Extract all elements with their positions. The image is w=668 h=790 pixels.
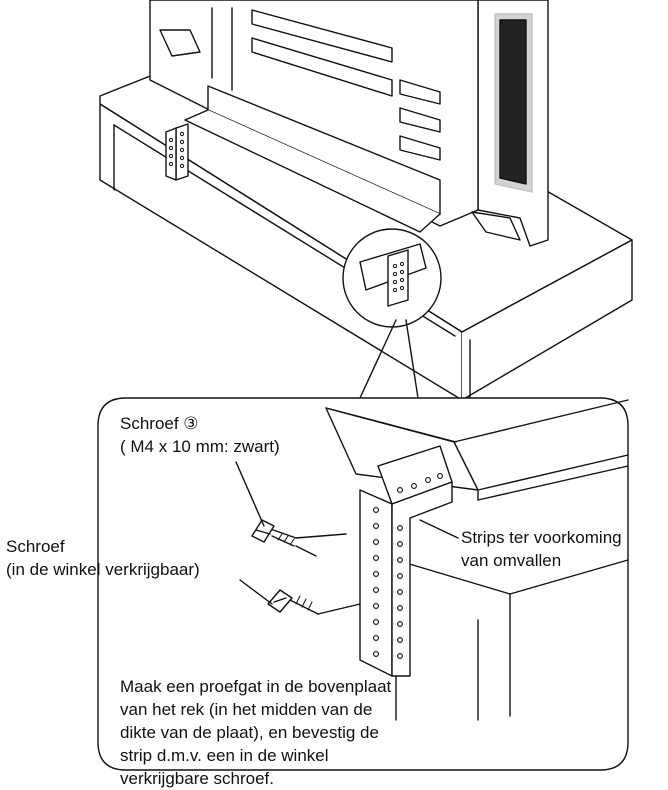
instruction-text: Maak een proefgat in de bovenplaat van h…: [120, 677, 392, 788]
detail-circle: [342, 228, 442, 399]
strip-left: [165, 123, 189, 181]
label-screw-shop-note: (in de winkel verkrijgbaar): [6, 560, 200, 579]
leader-lines: [235, 461, 459, 615]
screw-shop: [267, 589, 319, 615]
detail-callout: [97, 397, 629, 771]
label-strips-line-2: van omvallen: [461, 551, 562, 570]
label-screw-3: Schroef ③: [120, 414, 199, 433]
tv-panel: [149, 0, 549, 247]
label-screw-shop: Schroef: [6, 537, 65, 556]
label-strips-line-1: Strips ter voorkoming: [461, 528, 622, 547]
screw-black: [251, 519, 317, 557]
label-screw-3-spec: ( M4 x 10 mm: zwart): [120, 437, 280, 456]
